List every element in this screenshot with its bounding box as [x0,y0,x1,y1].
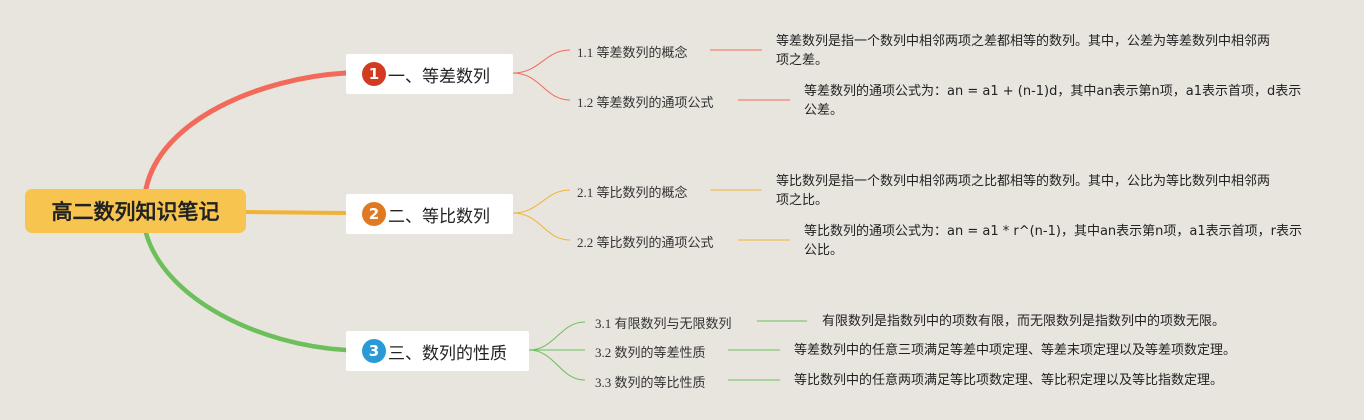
subtopic-label[interactable]: 3.3 数列的等比性质 [595,375,706,390]
subtopic-description: 等比数列是指一个数列中相邻两项之比都相等的数列。其中，公比为等比数列中相邻两项之… [776,174,1271,208]
root-topic[interactable]: 高二数列知识笔记 [25,189,246,233]
connector-root-branch1 [143,70,349,192]
connector-root-branch2 [245,210,347,215]
connector-b3-c1 [528,321,586,351]
branch-title: 一、等差数列 [388,66,490,87]
subtopic-label[interactable]: 3.1 有限数列与无限数列 [595,316,732,331]
subtopic-description: 等比数列中的任意两项满足等比项数定理、等比积定理以及等比指数定理。 [794,373,1224,388]
subtopic-description: 有限数列是指数列中的项数有限，而无限数列是指数列中的项数无限。 [822,314,1226,329]
branch-geometric-sequence[interactable]: 2 二、等比数列 [346,194,513,234]
subtopic-description: 等差数列的通项公式为：an = a1 + (n-1)d，其中an表示第n项，a1… [804,84,1302,118]
subtopic-label[interactable]: 3.2 数列的等差性质 [595,345,706,360]
subtopic-description: 等差数列中的任意三项满足等差中项定理、等差末项定理以及等差项数定理。 [794,343,1237,358]
connector-b2-c2 [512,212,571,241]
number-badge: 1 [362,62,386,86]
branch-arithmetic-sequence[interactable]: 1 一、等差数列 [346,54,513,94]
subtopic-label[interactable]: 2.2 等比数列的通项公式 [577,235,714,250]
branch-title: 三、数列的性质 [388,343,507,364]
number-badge: 3 [362,339,386,363]
subtopic-label[interactable]: 1.2 等差数列的通项公式 [577,95,714,110]
subtopic-description: 等差数列是指一个数列中相邻两项之差都相等的数列。其中，公差为等差数列中相邻两项之… [776,34,1271,68]
branch-title: 二、等比数列 [388,206,490,227]
connector-b3-c3 [528,349,586,381]
branch-sequence-properties[interactable]: 3 三、数列的性质 [346,331,529,371]
connector-b2-c1 [512,189,571,214]
connector-b1-c1 [512,49,571,74]
subtopic-label[interactable]: 2.1 等比数列的概念 [577,185,688,200]
number-badge: 2 [362,202,386,226]
subtopic-label[interactable]: 1.1 等差数列的概念 [577,45,688,60]
subtopic-description: 等比数列的通项公式为：an = a1 * r^(n-1)，其中an表示第n项，a… [804,224,1302,258]
connector-root-branch3 [143,230,349,353]
connector-b1-c2 [512,72,571,101]
